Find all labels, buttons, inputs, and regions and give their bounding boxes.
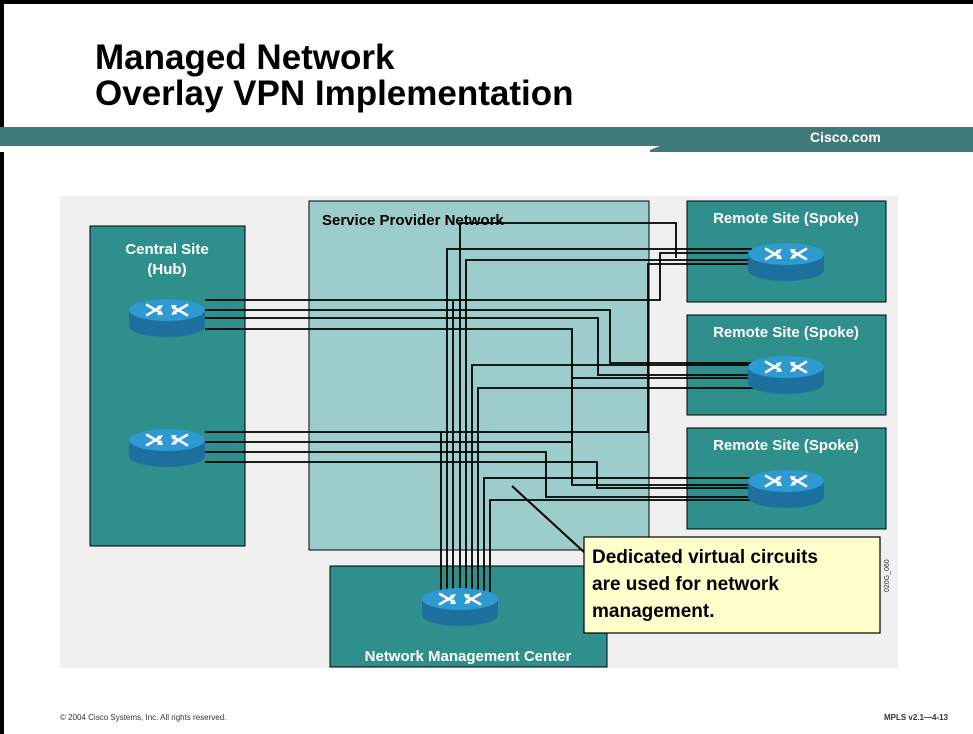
slide-frame-top xyxy=(0,0,973,4)
router-icon xyxy=(746,354,826,396)
slide-title: Managed Network Overlay VPN Implementati… xyxy=(95,40,573,112)
router-icon xyxy=(127,427,207,469)
remote-site-1-label: Remote Site (Spoke) xyxy=(713,210,859,227)
router-icon xyxy=(127,297,207,339)
central-site-label-1: Central Site xyxy=(125,241,208,258)
router-icon xyxy=(420,586,500,628)
course-code-footer: MPLS v2.1—4-13 xyxy=(883,713,948,722)
callout-box xyxy=(583,536,881,634)
copyright-footer: © 2004 Cisco Systems, Inc. All rights re… xyxy=(60,713,227,722)
virtual-circuits xyxy=(205,222,760,592)
callout-line-1: Dedicated virtual circuits xyxy=(592,547,818,568)
central-site xyxy=(89,225,246,547)
router-icon xyxy=(746,241,826,283)
callout-line-3: management. xyxy=(592,601,714,622)
remote-site-2-label: Remote Site (Spoke) xyxy=(713,324,859,341)
slide-code: 020G_060 xyxy=(884,559,891,592)
provider-network-label: Service Provider Network xyxy=(322,212,504,229)
slide-frame-left xyxy=(0,0,4,734)
cisco-brand: Cisco.com xyxy=(810,129,881,145)
callout-pointer xyxy=(511,485,586,554)
nmc-label: Network Management Center xyxy=(365,648,572,665)
router-icon xyxy=(746,468,826,510)
title-line-1: Managed Network xyxy=(95,38,395,77)
title-line-2: Overlay VPN Implementation xyxy=(95,74,574,113)
remote-site-3-label: Remote Site (Spoke) xyxy=(713,437,859,454)
central-site-label-2: (Hub) xyxy=(147,261,186,278)
callout-line-2: are used for network xyxy=(592,574,779,595)
header-bar xyxy=(0,127,973,152)
